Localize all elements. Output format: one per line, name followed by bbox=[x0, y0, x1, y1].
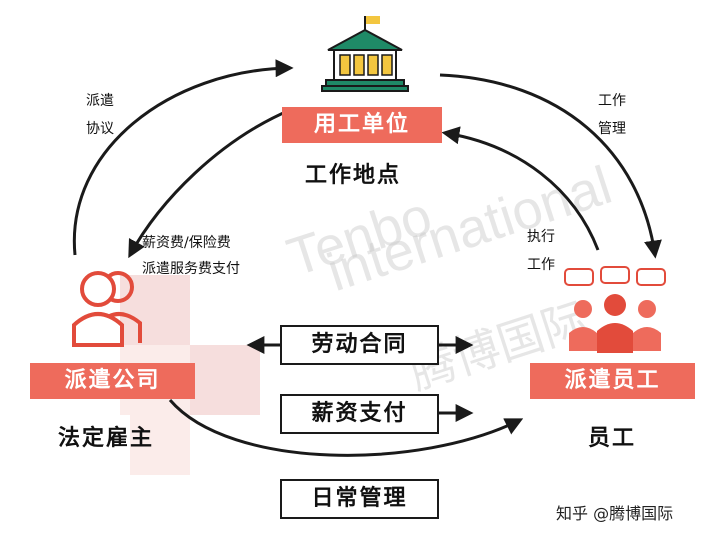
arrow-client-to-employee bbox=[439, 73, 662, 259]
work-management-line-2: 管理 bbox=[598, 121, 626, 137]
arrow-agency-to-employee-bottom bbox=[168, 399, 524, 457]
client-label: 用工单位 bbox=[282, 107, 442, 143]
source-tag: 知乎 @腾博国际 bbox=[556, 504, 674, 523]
execute-work-label: 执行 工作 bbox=[527, 226, 555, 276]
execute-work-line-2: 工作 bbox=[527, 257, 555, 273]
employees-icon bbox=[564, 266, 666, 353]
employee-label: 派遣员工 bbox=[530, 363, 695, 399]
people-group-icon bbox=[72, 271, 142, 347]
dispatch-agreement-line-1: 派遣 bbox=[86, 93, 114, 109]
arrow-client-to-agency bbox=[128, 108, 291, 259]
employee-sub-label: 员工 bbox=[588, 426, 637, 451]
dispatch-agreement-label: 派遣 协议 bbox=[86, 90, 114, 140]
labor-contract-box: 劳动合同 bbox=[280, 325, 439, 365]
arrow-employee-to-client bbox=[441, 126, 600, 251]
client-sub-label: 工作地点 bbox=[305, 163, 402, 188]
fees-label: 薪资费/保险费 派遣服务费支付 bbox=[142, 232, 240, 280]
agency-sub-label: 法定雇主 bbox=[58, 426, 155, 451]
fees-line-2: 派遣服务费支付 bbox=[142, 261, 240, 277]
work-management-line-1: 工作 bbox=[598, 93, 626, 109]
fees-line-1: 薪资费/保险费 bbox=[142, 235, 231, 251]
agency-label: 派遣公司 bbox=[30, 363, 195, 399]
salary-payment-box: 薪资支付 bbox=[280, 394, 439, 434]
work-management-label: 工作 管理 bbox=[598, 90, 626, 140]
daily-management-box: 日常管理 bbox=[280, 479, 439, 519]
building-icon bbox=[321, 16, 409, 92]
dispatch-agreement-line-2: 协议 bbox=[86, 121, 114, 137]
execute-work-line-1: 执行 bbox=[527, 229, 555, 245]
arrow-agency-to-client-top bbox=[72, 59, 294, 256]
